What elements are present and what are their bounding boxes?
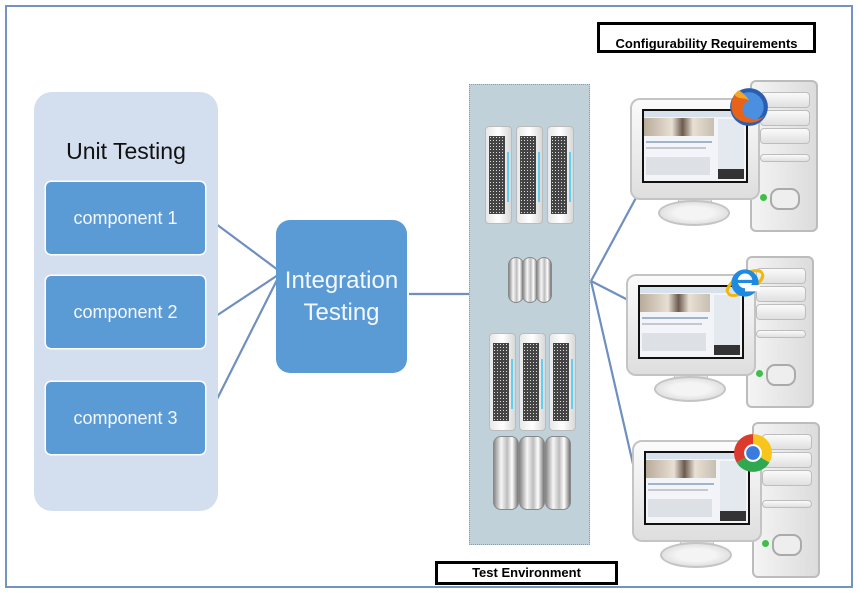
connector-rack-client2 [590,280,631,302]
integration-testing-box[interactable]: Integration Testing [276,220,407,373]
connector-rack-client1 [590,195,638,282]
test-environment-label: Test Environment [435,561,618,585]
connector-component3-integration [206,277,279,420]
connector-component2-integration [206,274,279,323]
blade-server-icon [519,333,546,431]
component-3-box[interactable]: component 3 [46,382,205,454]
component-1-box[interactable]: component 1 [46,182,205,254]
integration-label-line1: Integration [284,267,399,295]
client-pc-firefox[interactable] [630,80,830,240]
blade-server-icon [547,126,574,224]
disk-drive-icon [519,436,545,510]
disk-drive-icon [545,436,571,510]
diagram-frame [5,5,853,588]
server-rack [469,84,590,545]
monitor-stand-icon [654,376,726,402]
pc-tower-icon [750,80,818,232]
monitor-stand-icon [658,200,730,226]
connector-component1-integration [207,217,279,271]
blade-server-icon [485,126,512,224]
unit-testing-title: Unit Testing [66,138,186,164]
client-pc-chrome[interactable] [632,422,832,582]
component-2-box[interactable]: component 2 [46,276,205,348]
web-page-thumbnail [644,111,746,181]
disk-drive-icon [536,257,552,303]
chrome-icon [734,434,772,472]
monitor-icon [626,274,756,376]
blade-server-icon [549,333,576,431]
integration-label-line2: Testing [303,298,380,326]
web-page-thumbnail [640,287,742,357]
disk-drive-icon [493,436,519,510]
client-pc-internet-explorer[interactable] [626,256,826,416]
blade-server-icon [516,126,543,224]
firefox-icon [730,88,768,126]
internet-explorer-icon [725,269,765,297]
blade-server-icon [489,333,516,431]
monitor-stand-icon [660,542,732,568]
monitor-icon [630,98,760,200]
connector-rack-client3 [589,280,635,465]
monitor-icon [632,440,762,542]
configurability-requirements-label: Configurability Requirements [597,22,816,53]
web-page-thumbnail [646,453,748,523]
